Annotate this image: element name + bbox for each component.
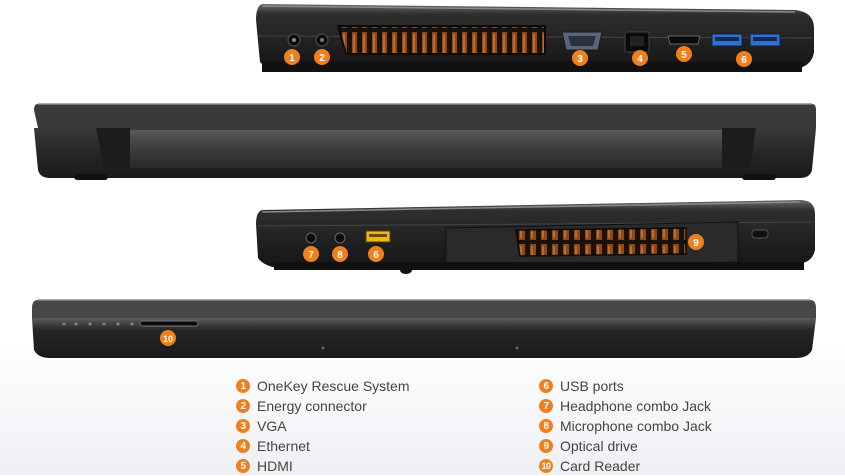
hdmi-port-icon — [667, 35, 701, 45]
side-vent-icon — [336, 25, 546, 55]
svg-text:1: 1 — [289, 53, 295, 64]
legend-number: 10 — [539, 459, 553, 473]
callout-6-right: 6 — [368, 246, 384, 262]
callout-2: 2 — [314, 49, 330, 65]
legend-number: 4 — [236, 439, 250, 453]
svg-text:8: 8 — [337, 250, 343, 261]
callout-10: 10 — [160, 330, 176, 346]
card-reader-slot-icon — [139, 320, 199, 327]
lock-slot-icon — [751, 229, 769, 239]
callout-6-left: 6 — [736, 51, 752, 67]
callout-7: 7 — [303, 246, 319, 262]
front-view — [32, 299, 816, 358]
svg-text:5: 5 — [681, 50, 687, 61]
back-view — [34, 103, 816, 180]
indicator-leds-icon — [62, 322, 134, 326]
legend-label: USB ports — [560, 378, 624, 394]
legend-label: HDMI — [257, 458, 293, 474]
legend-item: 2 Energy connector — [236, 396, 410, 416]
callout-5: 5 — [676, 46, 692, 62]
callout-8: 8 — [332, 246, 348, 262]
microphone-jack-icon — [334, 232, 346, 244]
svg-text:6: 6 — [741, 55, 747, 66]
legend-item: 1 OneKey Rescue System — [236, 376, 410, 396]
legend-label: Energy connector — [257, 398, 367, 414]
legend-item: 4 Ethernet — [236, 436, 410, 456]
legend-label: Card Reader — [560, 458, 641, 474]
svg-text:4: 4 — [637, 54, 643, 65]
callout-3: 3 — [572, 50, 588, 66]
headphone-jack-icon — [305, 232, 317, 244]
legend-label: OneKey Rescue System — [257, 378, 410, 394]
legend-number: 8 — [539, 419, 553, 433]
legend-label: Optical drive — [560, 438, 638, 454]
legend-item: 6 USB ports — [539, 376, 712, 396]
legend-item: 3 VGA — [236, 416, 410, 436]
svg-text:10: 10 — [163, 334, 173, 344]
legend-number: 3 — [236, 419, 250, 433]
callout-9: 9 — [688, 234, 704, 250]
legend-number: 1 — [236, 379, 250, 393]
callout-4: 4 — [632, 50, 648, 66]
svg-text:9: 9 — [693, 238, 699, 249]
background-gradient — [0, 340, 845, 475]
legend-number: 7 — [539, 399, 553, 413]
svg-text:7: 7 — [308, 250, 314, 261]
legend-label: Ethernet — [257, 438, 310, 454]
legend-number: 9 — [539, 439, 553, 453]
battery-pack-icon — [130, 130, 722, 168]
svg-text:2: 2 — [319, 53, 325, 64]
legend-label: VGA — [257, 418, 287, 434]
legend-right: 6 USB ports 7 Headphone combo Jack 8 Microp… — [539, 376, 712, 476]
legend-label: Microphone combo Jack — [560, 418, 712, 434]
legend-label: Headphone combo Jack — [560, 398, 711, 414]
legend-item: 7 Headphone combo Jack — [539, 396, 712, 416]
legend-item: 8 Microphone combo Jack — [539, 416, 712, 436]
callout-1: 1 — [284, 49, 300, 65]
legend-item: 9 Optical drive — [539, 436, 712, 456]
legend-number: 2 — [236, 399, 250, 413]
svg-text:3: 3 — [577, 54, 583, 65]
legend-item: 5 HDMI — [236, 456, 410, 476]
legend-item: 10 Card Reader — [539, 456, 712, 476]
svg-text:6: 6 — [373, 250, 379, 261]
legend-number: 6 — [539, 379, 553, 393]
right-side-view — [256, 200, 815, 274]
legend-number: 5 — [236, 459, 250, 473]
left-side-view — [256, 4, 814, 72]
